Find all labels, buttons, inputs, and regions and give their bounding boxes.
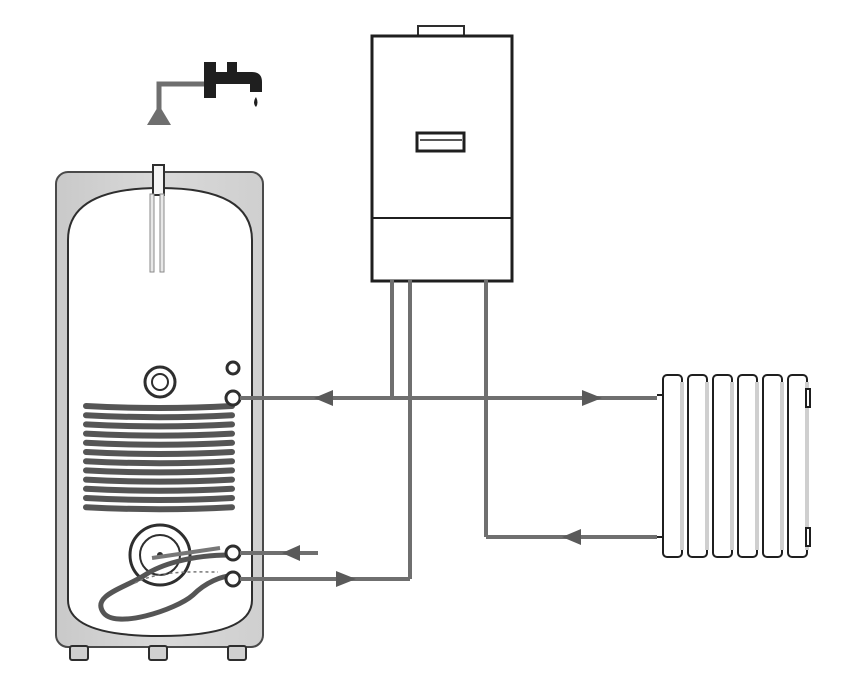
radiator-column [662, 374, 683, 558]
coil-turn [83, 495, 235, 503]
coil-turn [83, 476, 235, 485]
flow-arrows [282, 390, 602, 587]
pipe-network [240, 292, 657, 581]
wall-boiler-icon [370, 25, 514, 292]
coil-turn [83, 485, 235, 494]
coil-turn [83, 403, 235, 411]
radiator-icon [657, 374, 811, 558]
radiator-column [687, 374, 708, 558]
hot-water-arrow-up [147, 105, 171, 125]
arrow-left-small [282, 545, 300, 561]
arrow-left-return [562, 529, 581, 545]
arrow-right-small [336, 571, 356, 587]
storage-tank-icon [55, 164, 264, 661]
coil-turn [83, 504, 235, 513]
coil-turn [83, 439, 235, 448]
coil-turn [83, 449, 235, 457]
coil-turn [83, 458, 235, 467]
coil-turn [83, 412, 235, 421]
radiator-column [712, 374, 733, 558]
coil-turn [83, 430, 235, 439]
coil-icon [83, 360, 242, 622]
radiator-column [737, 374, 758, 558]
radiator-column [787, 374, 808, 558]
coil-turn [83, 467, 235, 476]
coil-turn [83, 421, 235, 430]
arrow-left [314, 390, 333, 406]
radiator-column [762, 374, 783, 558]
faucet-icon [147, 62, 262, 125]
arrow-right [582, 390, 602, 406]
